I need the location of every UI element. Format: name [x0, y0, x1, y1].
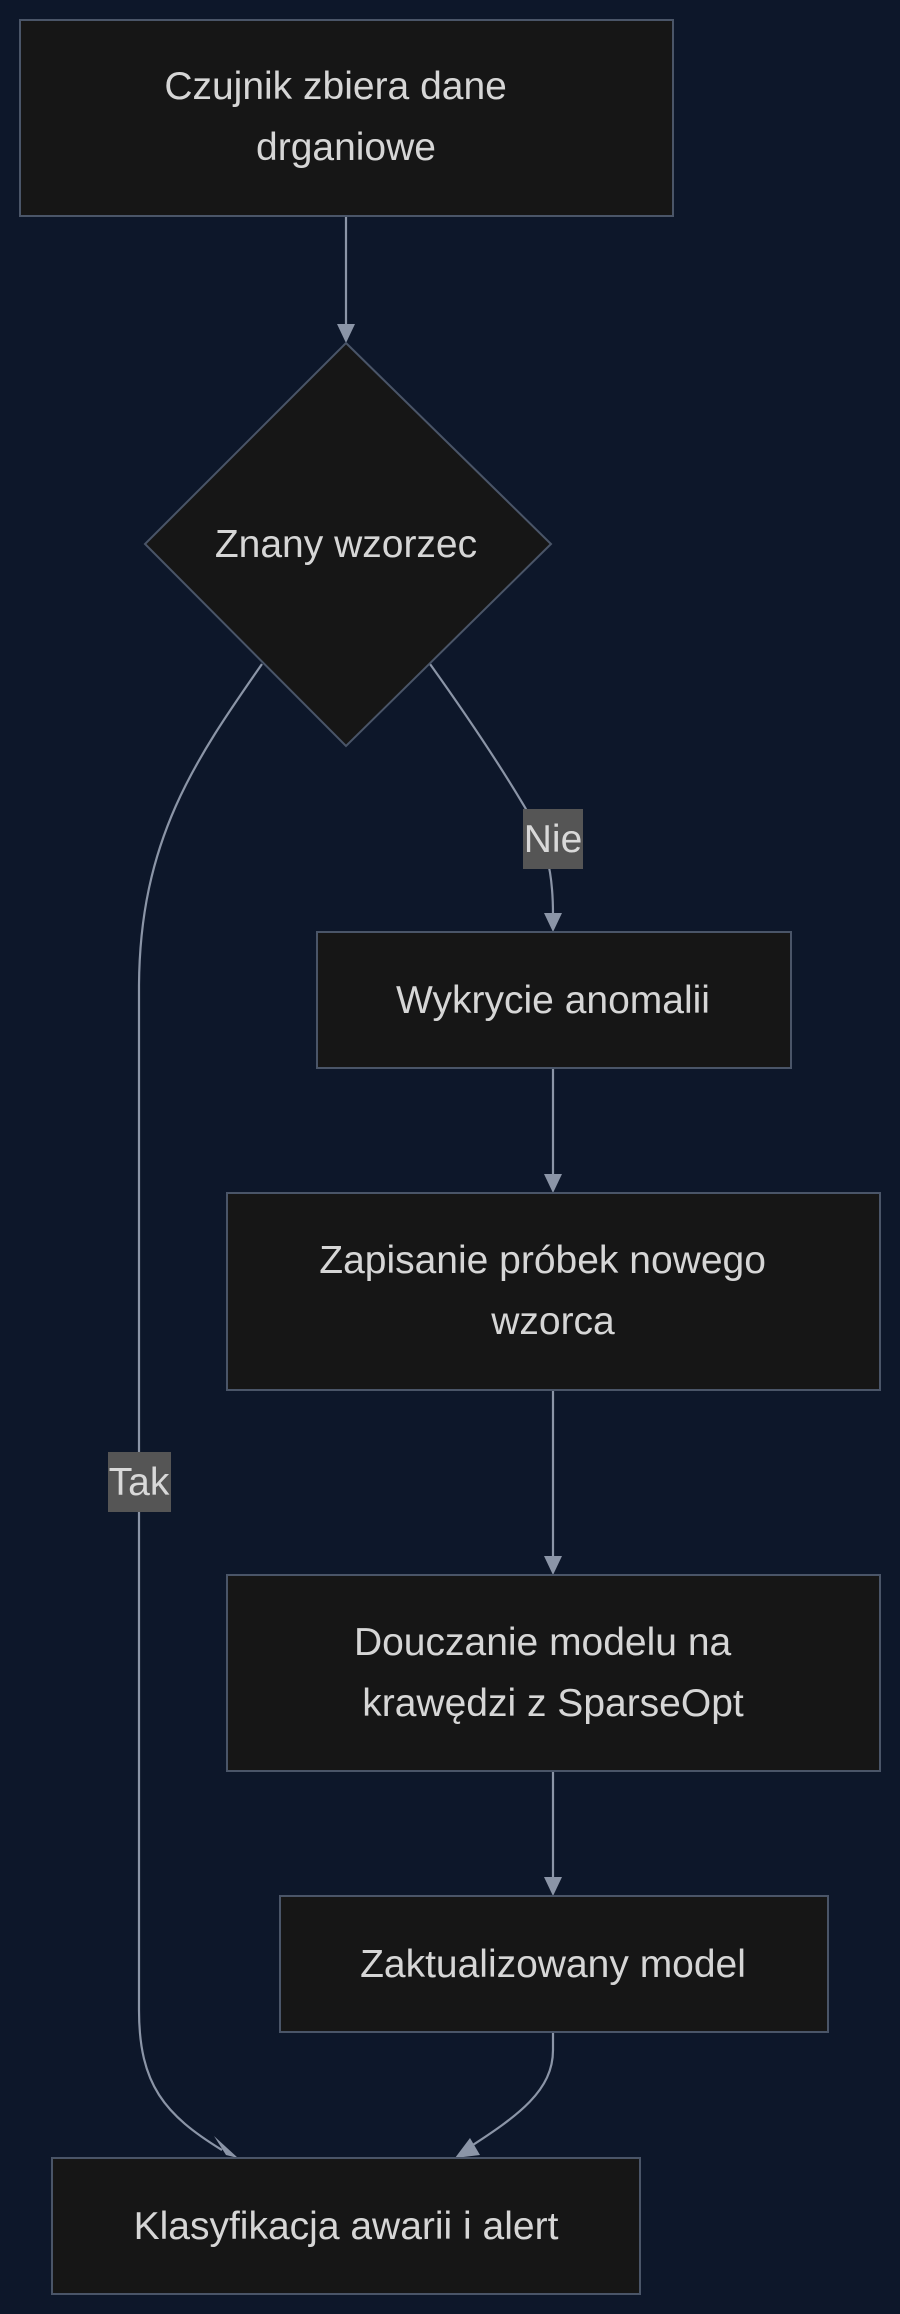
- node-decision: Znany wzorzec: [143, 341, 553, 748]
- edge-label-no-text: Nie: [524, 818, 583, 861]
- arrowhead-decision: [337, 324, 355, 343]
- node-sensor: Czujnik zbiera dane drganiowe: [19, 19, 674, 217]
- node-decision-label: Znany wzorzec: [215, 523, 477, 566]
- svg-text:Zapisanie próbek nowego: Zapisanie próbek nowego wzorca: [319, 1239, 776, 1343]
- node-classify-label: Klasyfikacja awarii i alert: [134, 2205, 559, 2248]
- edge-updated-to-classify: [464, 2032, 555, 2151]
- edge-decision-to-classify: [137, 663, 263, 2151]
- node-anomaly: Wykrycie anomalii: [316, 931, 792, 1069]
- arrowhead-save: [544, 1174, 562, 1193]
- edge-label-no: Nie: [523, 809, 583, 869]
- node-sensor-line-1: Czujnik zbiera dane: [164, 65, 507, 108]
- edge-label-yes: Tak: [108, 1452, 171, 1512]
- arrowhead-retrain: [544, 1556, 562, 1575]
- node-classify: Klasyfikacja awarii i alert: [51, 2157, 641, 2295]
- node-retrain: Douczanie modelu na krawędzi z SparseOpt: [226, 1574, 881, 1772]
- arrowhead-classify-left: [214, 2136, 238, 2158]
- edge-decision-to-anomaly: [429, 663, 555, 916]
- svg-text:Czujnik zbiera dane drga: Czujnik zbiera dane drganiowe: [164, 65, 517, 169]
- node-retrain-line-2: krawędzi z SparseOpt: [362, 1682, 744, 1725]
- arrowhead-anomaly: [544, 913, 562, 932]
- node-save-line-1: Zapisanie próbek nowego: [319, 1239, 766, 1282]
- arrowhead-updated: [544, 1877, 562, 1896]
- node-retrain-line-1: Douczanie modelu na: [354, 1621, 732, 1664]
- node-save-line-2: wzorca: [490, 1300, 615, 1343]
- node-save: Zapisanie próbek nowego wzorca: [226, 1192, 881, 1391]
- svg-text:Douczanie modelu na kraw: Douczanie modelu na krawędzi z SparseOpt: [354, 1621, 744, 1725]
- node-updated-label: Zaktualizowany model: [360, 1943, 746, 1986]
- node-anomaly-label: Wykrycie anomalii: [396, 979, 710, 1022]
- node-updated: Zaktualizowany model: [279, 1895, 829, 2033]
- edge-label-yes-text: Tak: [109, 1461, 170, 1504]
- arrowhead-classify-right: [455, 2138, 480, 2158]
- node-sensor-line-2: drganiowe: [256, 126, 436, 169]
